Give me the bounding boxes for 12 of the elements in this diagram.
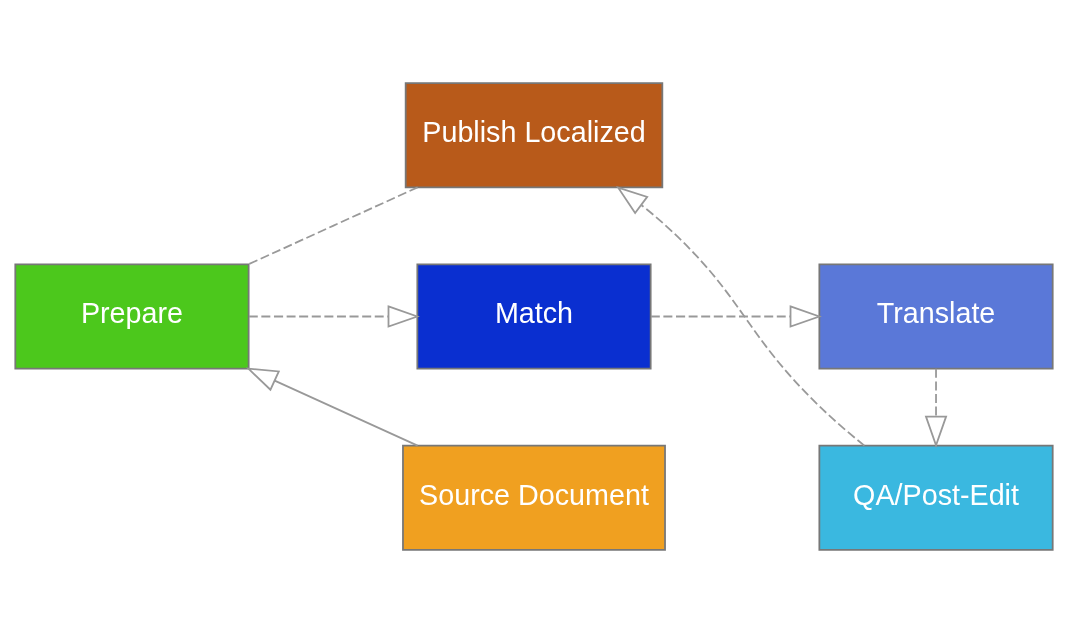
node-box: QA/Post-Edit xyxy=(818,444,1054,551)
node-box: Source Document xyxy=(402,444,666,551)
node-box: Translate xyxy=(818,263,1054,370)
arrow xyxy=(246,367,419,447)
arrow xyxy=(650,305,822,328)
arrow xyxy=(924,367,948,449)
node-box: Publish Localized xyxy=(404,82,664,189)
arrow xyxy=(248,305,420,328)
node-box: Prepare xyxy=(14,263,250,370)
connector xyxy=(247,186,419,266)
arrow xyxy=(616,186,866,447)
node-box: Match xyxy=(416,263,652,370)
